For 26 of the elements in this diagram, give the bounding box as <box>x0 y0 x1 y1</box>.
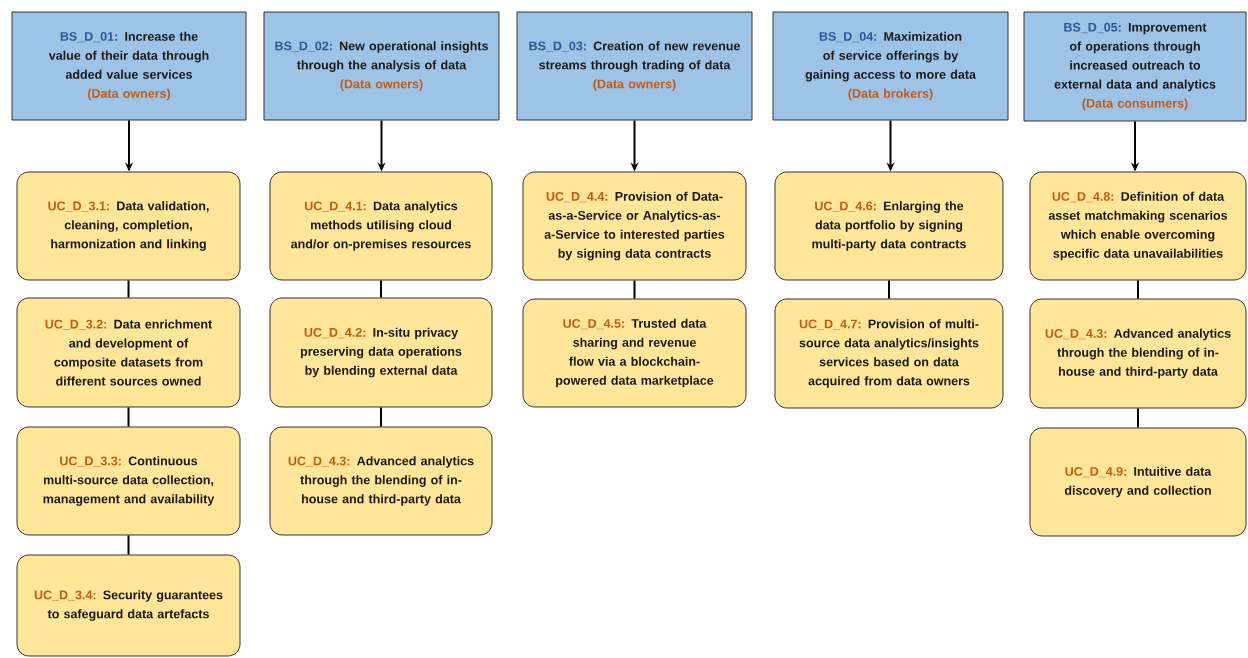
connector-line <box>380 279 382 299</box>
use-case-box: UC_D_3.2: Data enrichment and development of composite datasets from different sources owned <box>16 297 241 408</box>
connector-line <box>127 279 130 299</box>
connector-line <box>380 406 382 428</box>
connector-line <box>127 406 130 428</box>
connector-line <box>888 279 890 300</box>
business-scenario-box: BS_D_01: Increase the value of their data through added value services (Data owners) <box>11 11 247 121</box>
business-scenario-box: BS_D_04: Maximization of service offerings by gaining access to more data (Data brokers) <box>772 11 1009 121</box>
use-case-box: UC_D_4.6: Enlarging the data portfolio by signing multi-party data contracts <box>774 171 1004 281</box>
connector-line <box>633 279 636 300</box>
use-case-box: UC_D_4.2: In-situ privacy preserving data operations by blending external data <box>269 297 493 408</box>
use-case-box: UC_D_3.3: Continuous multi-source data collection, management and availability <box>16 426 241 536</box>
use-case-box: UC_D_3.1: Data validation, cleaning, completion, harmonization and linking <box>16 171 241 281</box>
use-case-box: UC_D_4.3: Advanced analytics through the blending of in-house and third-party data <box>269 426 493 536</box>
use-case-box: UC_D_4.3: Advanced analytics through the blending of in-house and third-party data <box>1029 298 1247 409</box>
use-case-box: UC_D_4.7: Provision of multi-source data analytics/insights services based on data acquired from data owners <box>774 298 1004 409</box>
business-scenario-box: BS_D_05: Improvement of operations through increased outreach to external data and analytics (Data consumers) <box>1023 11 1247 122</box>
connector-line <box>1137 279 1139 300</box>
connector-line <box>1137 407 1139 429</box>
use-case-box: UC_D_4.1: Data analytics methods utilising cloud and/or on-premises resources <box>269 171 493 281</box>
connector-line <box>127 534 130 556</box>
business-scenario-box: BS_D_03: Creation of new revenue streams through trading of data (Data owners) <box>516 11 753 121</box>
use-case-box: UC_D_4.8: Definition of data asset matchmaking scenarios which enable overcoming specific data unavailabilities <box>1029 171 1247 281</box>
use-case-box: UC_D_4.4: Provision of Data-as-a-Service or Analytics-as-a-Service to interested parties by signing data contracts <box>522 171 747 281</box>
business-scenario-box: BS_D_02: New operational insights through the analysis of data (Data owners) <box>263 11 500 121</box>
use-case-box: UC_D_3.4: Security guarantees to safeguard data artefacts <box>16 554 241 657</box>
